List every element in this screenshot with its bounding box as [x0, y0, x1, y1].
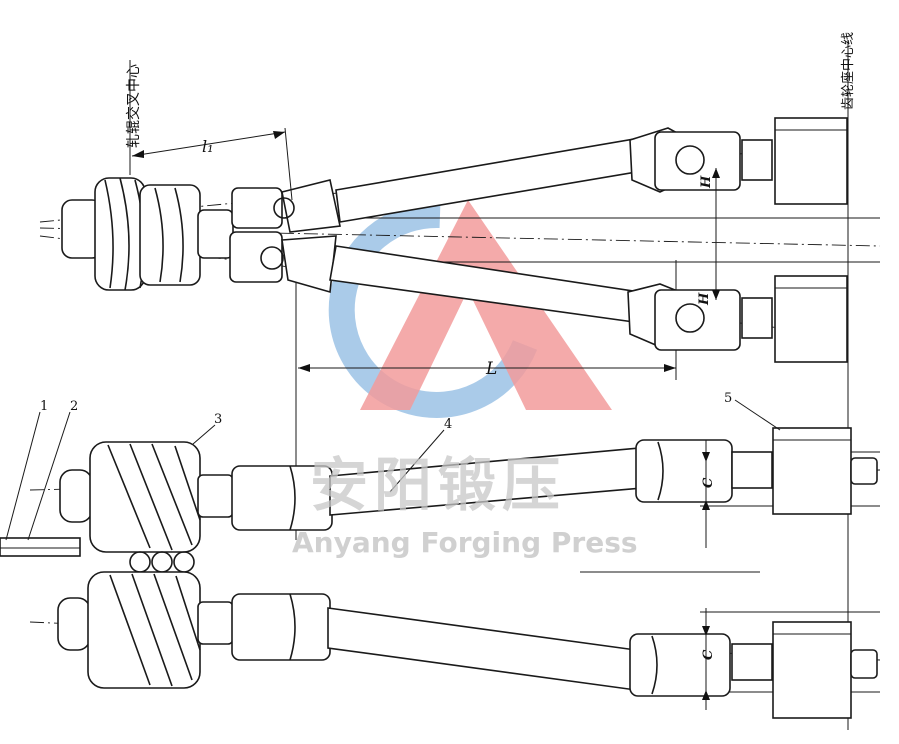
watermark-logo [328, 200, 612, 418]
roll-cross-center-label: 轧辊交叉中心 [125, 64, 142, 148]
middle-assembly [0, 399, 881, 573]
gear-center-line-label: 齿轮座中心线 [841, 32, 856, 110]
watermark-text: 安阳锻压 Anyang Forging Press [292, 451, 638, 559]
labels: 轧辊交叉中心 齿轮座中心线 l₁ L H H C C 1 2 3 4 5 [40, 32, 856, 660]
part-3-label: 3 [214, 412, 222, 427]
part-1-label: 1 [40, 399, 48, 414]
watermark-cn: 安阳锻压 [310, 451, 566, 519]
watermark-en: Anyang Forging Press [292, 526, 638, 559]
part-4-label: 4 [444, 417, 452, 432]
part-2-label: 2 [70, 399, 78, 414]
dim-C-bottom-label: C [701, 649, 716, 660]
dim-C-top-label: C [701, 477, 716, 488]
dim-L-label: L [485, 359, 497, 379]
dim-H-bottom-label: H [697, 292, 712, 306]
part-5-label: 5 [724, 391, 732, 406]
bottom-assembly [29, 571, 881, 719]
top-assembly [39, 117, 881, 363]
dimensions [131, 127, 676, 372]
dim-H-top-label: H [699, 175, 714, 189]
dim-l1-label: l₁ [202, 137, 214, 156]
